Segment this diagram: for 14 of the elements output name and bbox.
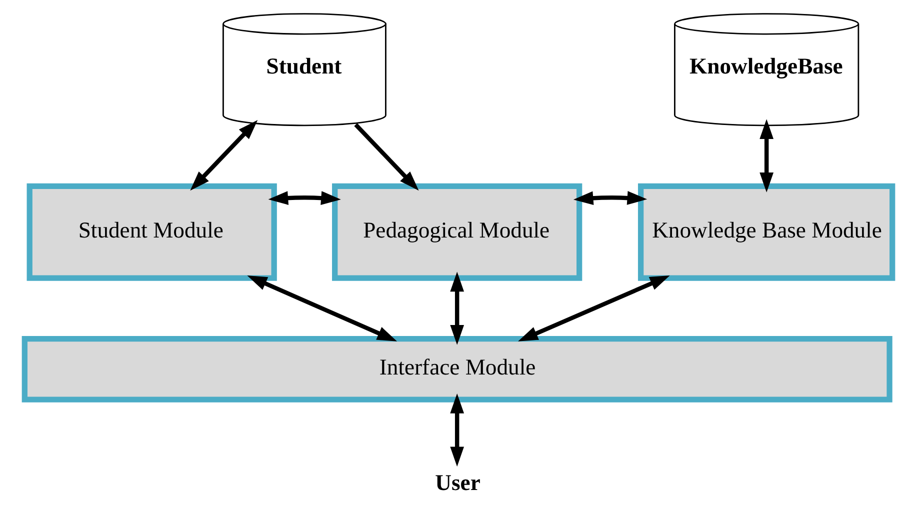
arrow (450, 272, 464, 345)
arrow (190, 120, 258, 191)
node-box: Student Module (26, 183, 276, 281)
arrow (450, 393, 464, 467)
arrow (268, 191, 340, 205)
node-box: Pedagogical Module (332, 183, 582, 281)
node-box: Interface Module (21, 336, 892, 402)
arrow (354, 123, 418, 191)
arrow (518, 275, 670, 342)
arrow (572, 191, 647, 206)
arrow (759, 119, 774, 192)
node-box: Knowledge Base Module (637, 183, 895, 281)
node-text: User (434, 470, 480, 495)
arrow (246, 275, 397, 342)
